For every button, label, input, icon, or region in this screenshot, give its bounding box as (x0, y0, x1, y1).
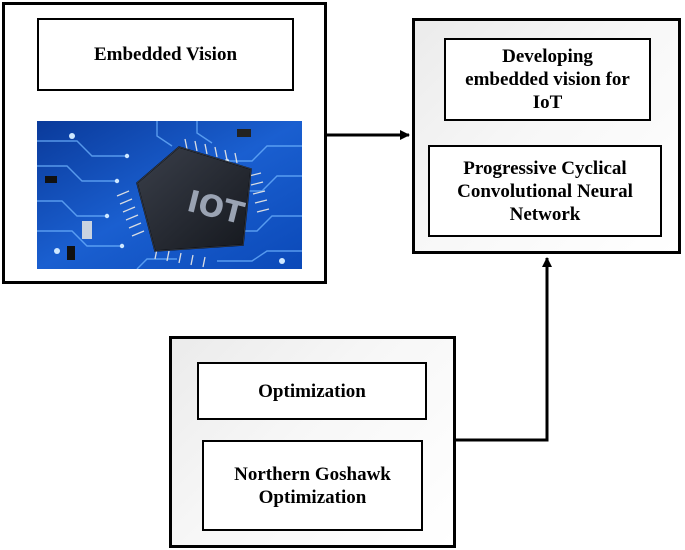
iot-chip-image: IOT (37, 121, 302, 269)
optimization-box: Optimization (197, 362, 427, 420)
developing-embedded-vision-box: Developing embedded vision for IoT (444, 38, 651, 121)
pccnn-box: Progressive Cyclical Convolutional Neura… (428, 145, 662, 237)
embedded-vision-label: Embedded Vision (37, 18, 294, 91)
circuit-board-graphic: IOT (37, 121, 302, 269)
arrow-optimization-to-iot (456, 257, 552, 442)
northern-goshawk-box: Northern Goshawk Optimization (202, 440, 423, 531)
